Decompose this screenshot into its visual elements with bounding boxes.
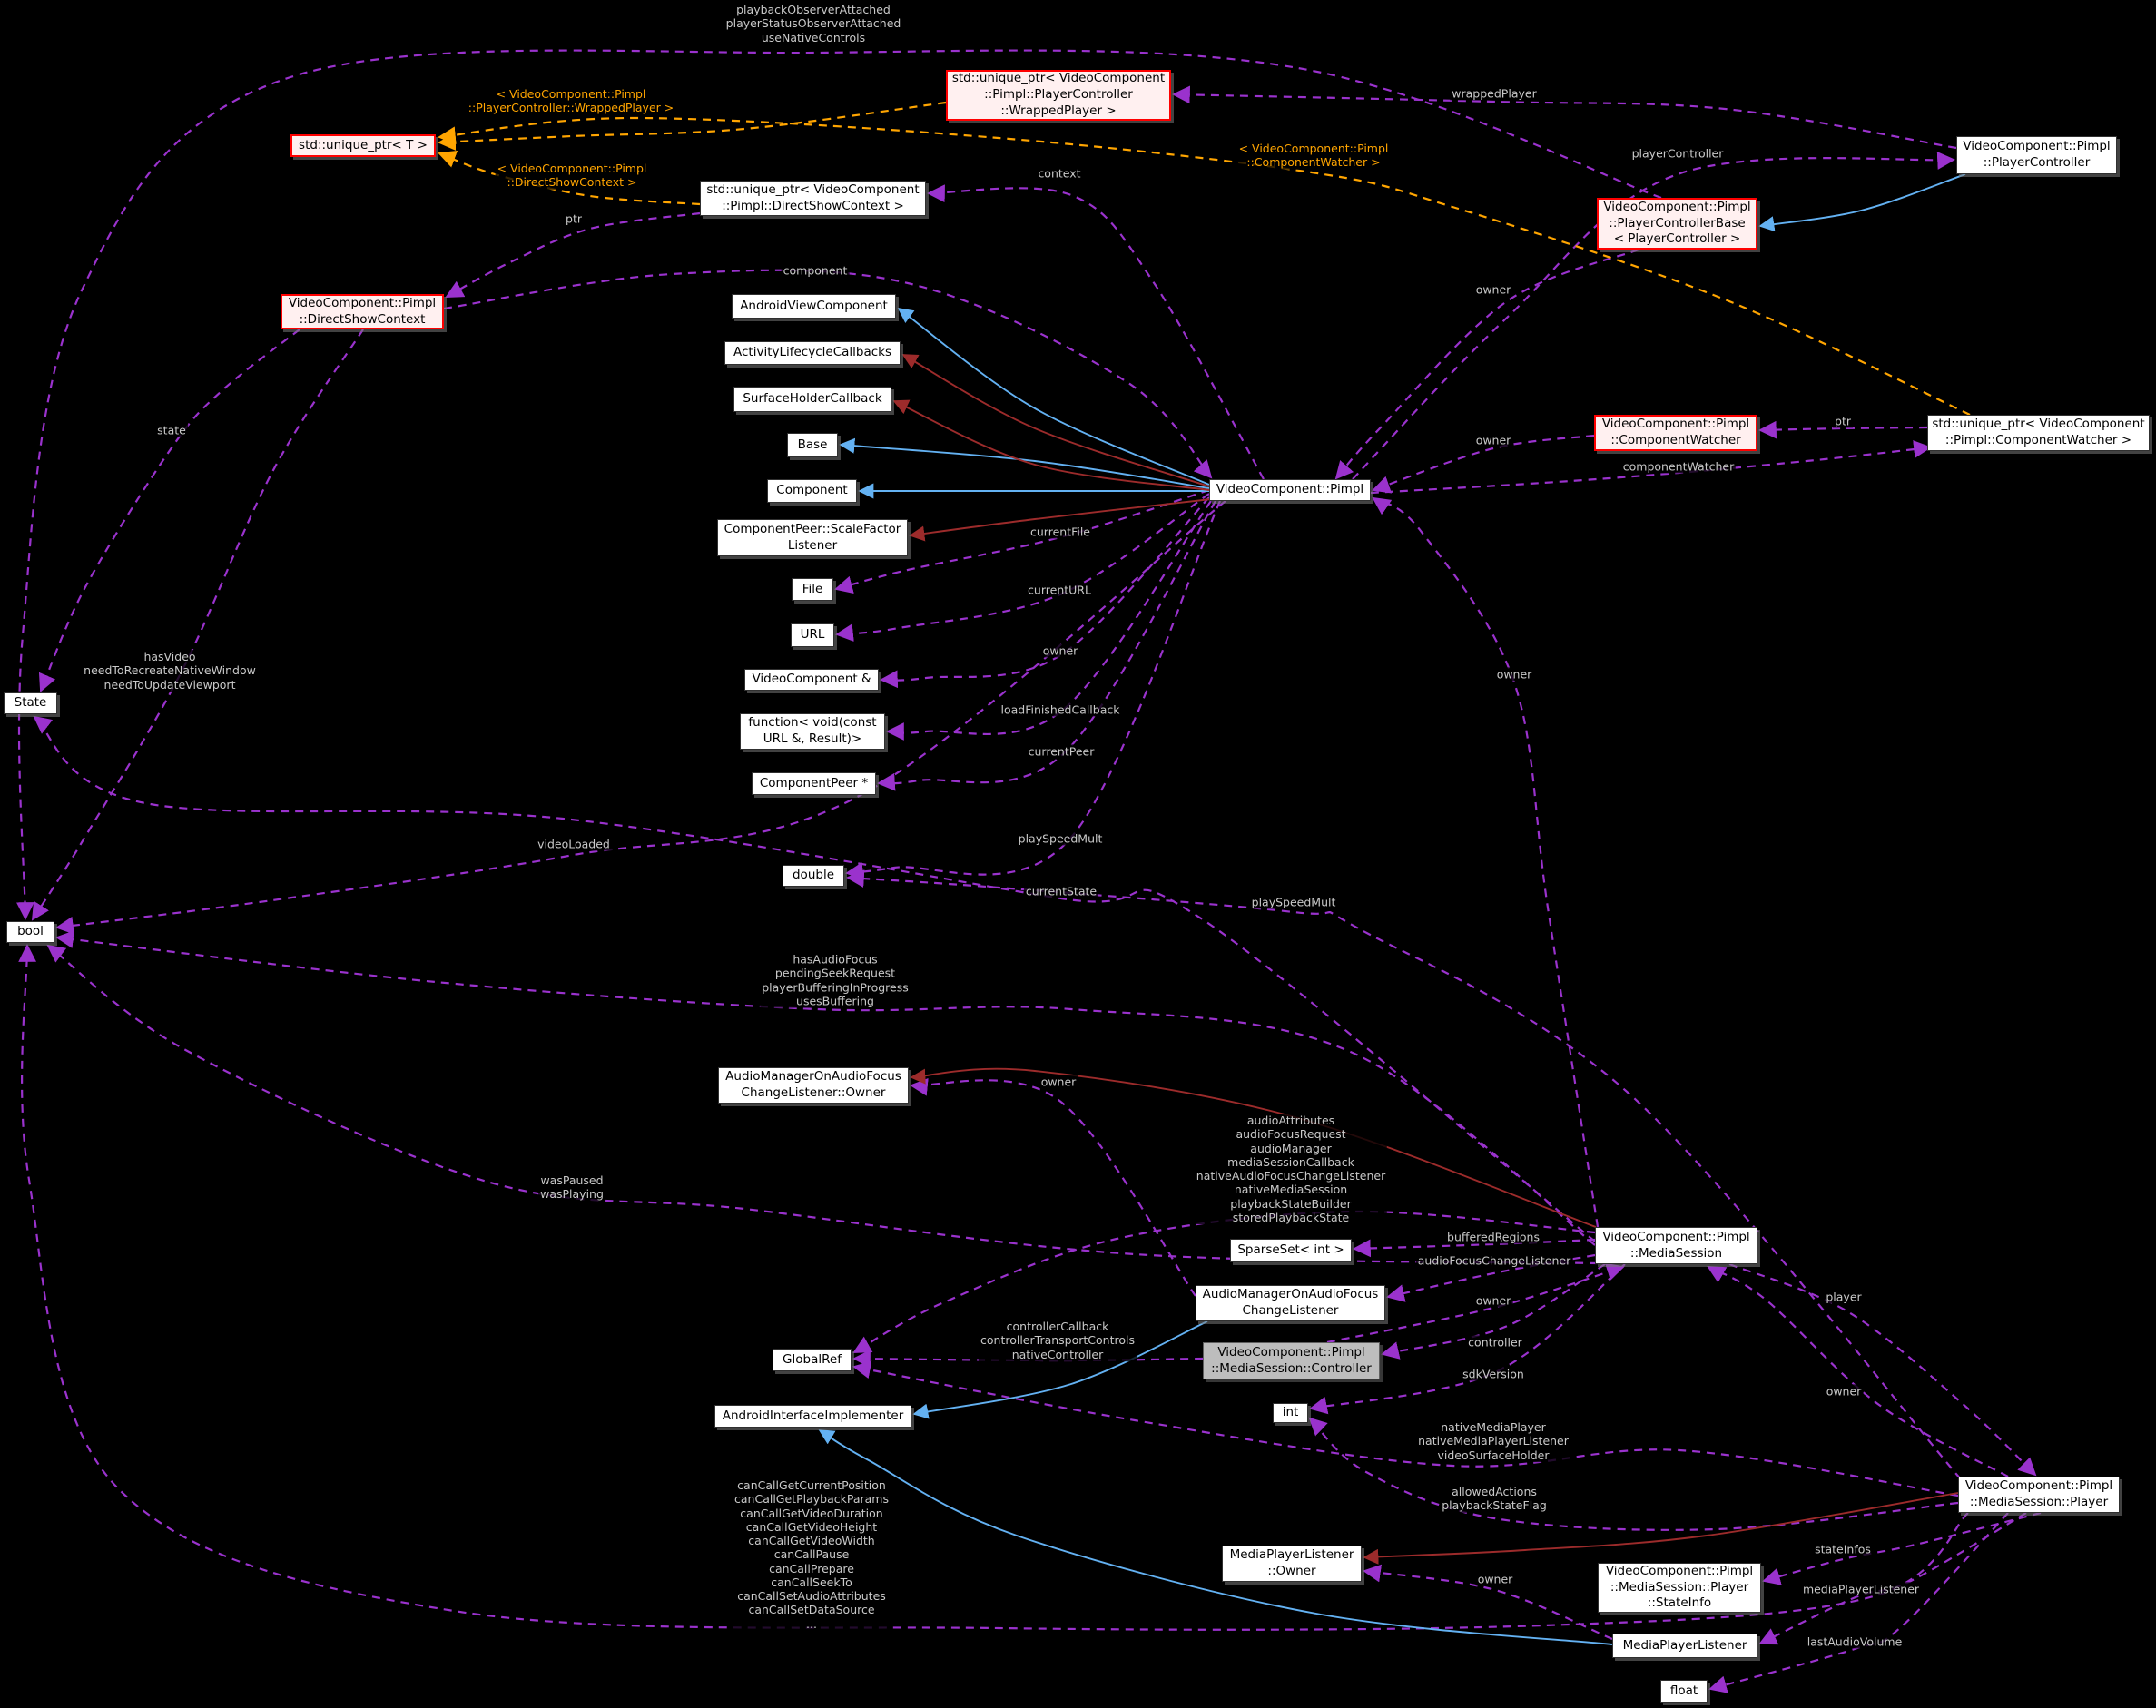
edge-member-35 xyxy=(1308,1417,1959,1531)
edge-member-28 xyxy=(1372,496,1600,1228)
node-uptr_wp[interactable]: std::unique_ptr< VideoComponent ::Pimpl:… xyxy=(946,70,1171,121)
node-gref[interactable]: GlobalRef xyxy=(773,1349,852,1371)
edge-private-54 xyxy=(1363,1492,1959,1565)
edge-member-26 xyxy=(1334,248,1639,480)
edge-private-52 xyxy=(909,498,1212,542)
edge-public-45 xyxy=(839,437,1210,489)
node-afo[interactable]: AudioManagerOnAudioFocus ChangeListener:… xyxy=(718,1067,909,1104)
node-state[interactable]: State xyxy=(4,692,57,714)
edge-public-44 xyxy=(897,307,1210,486)
edge-member-1 xyxy=(1172,85,1957,150)
node-comp[interactable]: Component xyxy=(767,479,857,503)
edge-member-40 xyxy=(1363,1564,1613,1641)
node-fn[interactable]: function< void(const URL &, Result)> xyxy=(740,713,885,750)
node-dsc[interactable]: VideoComponent::Pimpl ::DirectShowContex… xyxy=(281,294,444,329)
edge-member-24 xyxy=(1370,440,1932,495)
edge-member-36 xyxy=(18,944,1969,1631)
edge-member-21 xyxy=(1353,1238,1596,1258)
edge-member-34 xyxy=(852,1360,1959,1497)
node-dbl[interactable]: double xyxy=(783,865,844,887)
edge-public-48 xyxy=(912,1320,1208,1419)
edge-template-42 xyxy=(438,150,701,206)
edge-member-13 xyxy=(845,500,1222,880)
edge-member-9 xyxy=(835,493,1210,642)
edge-template-41 xyxy=(438,101,947,152)
edge-private-50 xyxy=(901,354,1210,487)
node-int[interactable]: int xyxy=(1273,1403,1308,1423)
edge-member-12 xyxy=(877,500,1216,791)
edge-member-18 xyxy=(46,944,1599,1265)
edge-member-7 xyxy=(31,329,364,921)
edge-public-47 xyxy=(1758,173,1966,232)
node-vcref[interactable]: VideoComponent & xyxy=(744,669,879,691)
node-sfl[interactable]: ComponentPeer::ScaleFactor Listener xyxy=(717,519,908,556)
node-uptr_cw[interactable]: std::unique_ptr< VideoComponent ::Pimpl:… xyxy=(1927,415,2150,451)
edge-member-38 xyxy=(1758,1512,2027,1645)
node-si[interactable]: VideoComponent::Pimpl ::MediaSession::Pl… xyxy=(1598,1563,1761,1613)
edge-member-11 xyxy=(886,500,1212,741)
node-ms[interactable]: VideoComponent::Pimpl ::MediaSession xyxy=(1595,1227,1757,1264)
node-uptr_dsc[interactable]: std::unique_ptr< VideoComponent ::Pimpl:… xyxy=(700,181,926,216)
edge-member-15 xyxy=(33,715,1596,1242)
node-player[interactable]: VideoComponent::Pimpl ::MediaSession::Pl… xyxy=(1958,1477,2120,1513)
edge-member-10 xyxy=(880,496,1210,689)
node-uptr_t[interactable]: std::unique_ptr< T > xyxy=(290,134,436,157)
node-avc[interactable]: AndroidViewComponent xyxy=(732,294,896,319)
node-pcb[interactable]: VideoComponent::Pimpl ::PlayerController… xyxy=(1597,198,1757,250)
edge-member-19 xyxy=(910,1077,1196,1297)
edge-member-3 xyxy=(927,184,1265,480)
edge-private-53 xyxy=(910,1067,1597,1228)
edge-member-30 xyxy=(1707,1266,2009,1477)
node-mpl[interactable]: MediaPlayerListener xyxy=(1612,1634,1757,1658)
edge-member-14 xyxy=(55,500,1226,935)
node-bool[interactable]: bool xyxy=(6,921,54,943)
node-shc[interactable]: SurfaceHolderCallback xyxy=(733,387,891,412)
node-pc[interactable]: VideoComponent::Pimpl ::PlayerController xyxy=(1956,136,2117,174)
edge-member-31 xyxy=(1381,1263,1606,1360)
node-ctrl[interactable]: VideoComponent::Pimpl ::MediaSession::Co… xyxy=(1203,1342,1380,1379)
node-pimpl[interactable]: VideoComponent::Pimpl xyxy=(1209,479,1371,501)
node-cw[interactable]: VideoComponent::Pimpl ::ComponentWatcher xyxy=(1594,415,1757,451)
edge-member-29 xyxy=(1728,1262,2037,1477)
edge-member-25 xyxy=(1758,420,1928,439)
edge-member-4 xyxy=(445,211,701,298)
node-cpeer[interactable]: ComponentPeer * xyxy=(752,772,876,795)
edge-member-33 xyxy=(852,1350,1204,1369)
node-alc[interactable]: ActivityLifecycleCallbacks xyxy=(724,341,901,365)
node-url[interactable]: URL xyxy=(791,623,834,647)
edge-member-8 xyxy=(834,488,1210,594)
edge-member-2 xyxy=(15,49,1662,920)
edge-member-16 xyxy=(846,869,1962,1480)
edge-private-51 xyxy=(892,399,1210,491)
edge-member-6 xyxy=(38,329,300,692)
edge-member-5 xyxy=(443,269,1213,479)
node-file[interactable]: File xyxy=(792,578,833,601)
edge-member-0 xyxy=(1352,152,1955,480)
node-sparse[interactable]: SparseSet< int > xyxy=(1230,1239,1352,1262)
edge-public-49 xyxy=(818,1429,1613,1645)
edge-member-27 xyxy=(1372,434,1595,494)
node-base[interactable]: Base xyxy=(787,433,838,457)
edge-member-20 xyxy=(852,1210,1596,1353)
edge-member-37 xyxy=(1762,1511,2042,1585)
node-mplo[interactable]: MediaPlayerListener ::Owner xyxy=(1222,1546,1362,1582)
node-aii[interactable]: AndroidInterfaceImplementer xyxy=(714,1405,911,1428)
node-afl[interactable]: AudioManagerOnAudioFocus ChangeListener xyxy=(1196,1285,1385,1321)
node-flt[interactable]: float xyxy=(1660,1680,1708,1703)
